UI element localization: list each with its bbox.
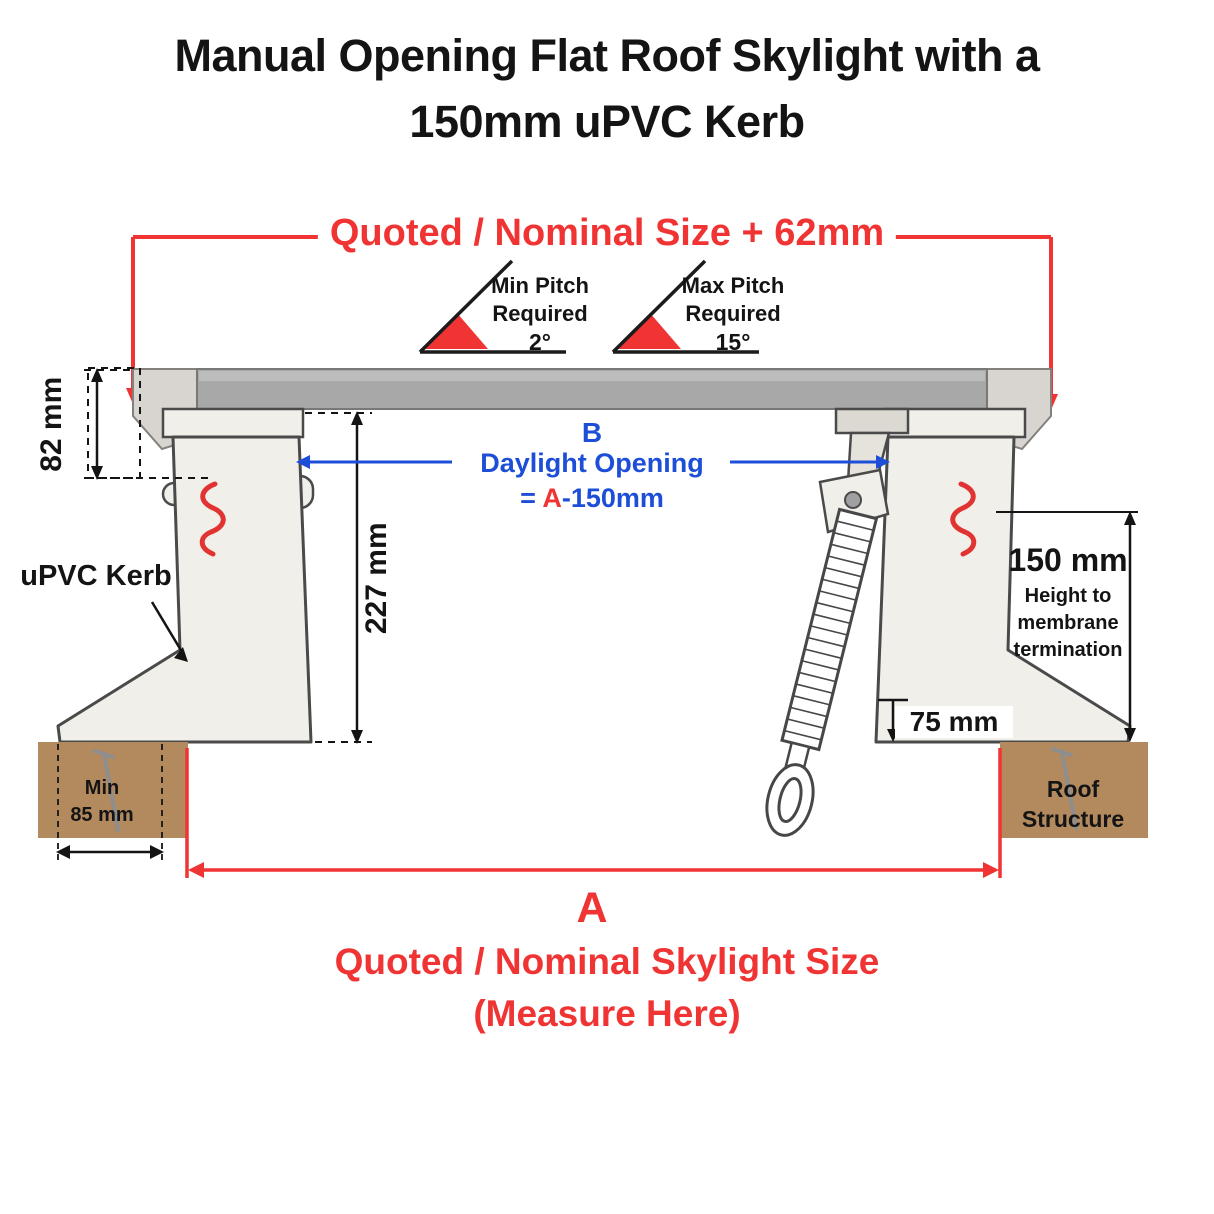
- daylight-formula-rest: -150mm: [561, 483, 664, 513]
- top-dimension-label: Quoted / Nominal Size + 62mm: [317, 212, 897, 256]
- bottom-dimension-marker-a: A: [576, 884, 608, 932]
- bottom-dimension-lines: [185, 748, 1002, 878]
- glazing-highlight: [199, 371, 985, 381]
- max-pitch-value: 15°: [715, 329, 751, 355]
- upvc-kerb-pointer: [150, 601, 188, 662]
- opener-mount: [834, 407, 910, 435]
- right-fixing-clip: [950, 481, 977, 557]
- dimension-227mm-lines: [305, 411, 372, 744]
- pitch-angle-icon-max: [611, 259, 759, 354]
- dimension-min85mm-lines: [56, 744, 164, 862]
- daylight-formula-a: A: [542, 483, 562, 513]
- roof-structure-label-line2: Structure: [1021, 806, 1125, 832]
- opener-eyelet: [765, 763, 815, 837]
- bottom-dimension-line2: (Measure Here): [473, 993, 741, 1034]
- upvc-kerb-label: uPVC Kerb: [20, 560, 172, 592]
- min-pitch-subtitle: Required: [492, 301, 588, 326]
- max-pitch-title: Max Pitch: [681, 273, 785, 298]
- dimension-75mm-label: 75 mm: [895, 706, 1013, 739]
- roof-structure-label-line1: Roof: [1046, 776, 1100, 802]
- roof-structure: [38, 742, 1148, 838]
- opener-telescopic-rod: [780, 507, 879, 774]
- left-kerb-profile: [56, 435, 313, 744]
- page-title-line2: 150mm uPVC Kerb: [409, 96, 805, 147]
- pitch-angle-icon-min: [418, 259, 566, 354]
- min-bearing-label-line2: 85 mm: [70, 804, 134, 826]
- opener-pivot-bolt: [844, 491, 862, 509]
- dimension-82mm-lines: [84, 367, 210, 480]
- membrane-note-line1: Height to: [1024, 585, 1112, 607]
- dimension-82mm-label: 82 mm: [34, 376, 68, 472]
- membrane-note-line3: termination: [1013, 639, 1123, 661]
- min-bearing-label-line1: Min: [84, 777, 120, 799]
- daylight-marker-b: B: [581, 417, 603, 448]
- left-fixing-clip: [199, 481, 226, 557]
- fixing-nails: [93, 747, 1078, 832]
- min-pitch-value: 2°: [529, 329, 551, 355]
- max-pitch-subtitle: Required: [685, 301, 781, 326]
- dimension-227mm-label: 227 mm: [359, 522, 393, 635]
- daylight-opening-label: Daylight Opening: [480, 448, 704, 478]
- left-frame-profile: [161, 407, 305, 439]
- manual-opener: [765, 407, 910, 837]
- daylight-formula: = A-150mm: [442, 483, 742, 514]
- daylight-opening-arrows: [296, 455, 890, 469]
- daylight-formula-eq: =: [520, 483, 543, 513]
- dimension-150mm-lines: [996, 511, 1138, 742]
- min-pitch-title: Min Pitch: [491, 273, 589, 298]
- page-title-line1: Manual Opening Flat Roof Skylight with a: [174, 30, 1040, 81]
- bottom-dimension-line1: Quoted / Nominal Skylight Size: [334, 941, 880, 982]
- dimension-150mm-label: 150 mm: [1008, 542, 1128, 578]
- membrane-note-line2: membrane: [1017, 612, 1119, 634]
